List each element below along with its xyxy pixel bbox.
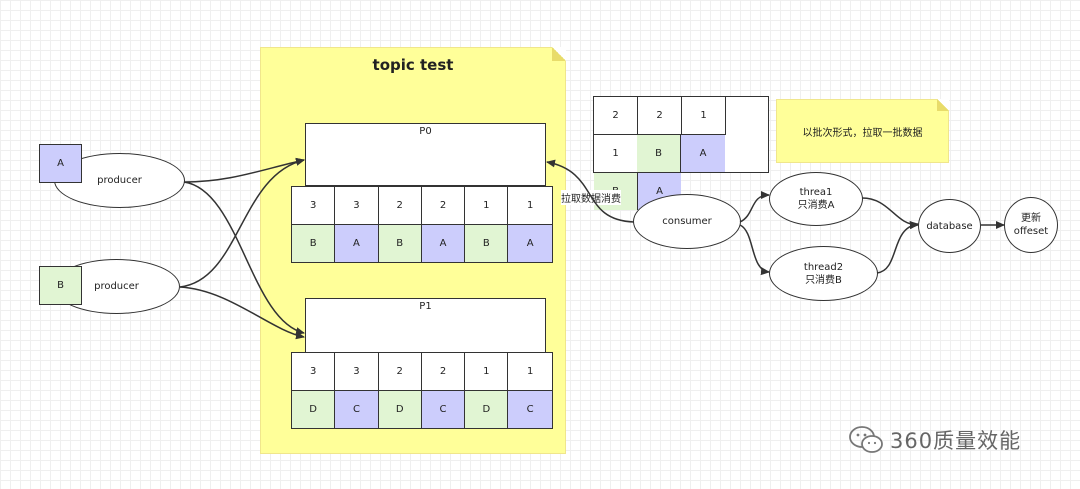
p0-value-cell: B <box>292 225 336 262</box>
source-a-label: A <box>57 158 64 169</box>
partition-p1-box <box>305 298 546 353</box>
p1-offset-cell: 3 <box>335 353 379 391</box>
edge-producer-a-to-p1 <box>183 181 305 335</box>
batch-value-cell: A <box>681 135 725 172</box>
batch-offset-cell: 2 <box>594 97 638 135</box>
edge-consumer-to-p0 <box>546 159 635 223</box>
edge-producer-a-to-p0 <box>183 157 305 183</box>
p0-value-cell: B <box>465 225 509 262</box>
edge-producer-b-to-p1 <box>179 286 305 340</box>
consumer-label: consumer <box>662 216 712 227</box>
batch-offset-cell: 2 <box>638 97 682 135</box>
p1-offset-cell: 1 <box>508 353 552 391</box>
batch-offset-cell: 1 <box>682 97 726 135</box>
p1-value-cell: C <box>335 391 379 428</box>
batch-grid: 2 2 1 1 B A B A <box>593 96 769 210</box>
database-label: database <box>926 220 973 232</box>
p0-offset-cell: 2 <box>421 187 466 225</box>
partition-p1-label: P1 <box>419 301 432 312</box>
consumer-ellipse: consumer <box>633 194 741 249</box>
partition-p0-label: P0 <box>419 126 432 137</box>
update-offset-ellipse: 更新 offeset <box>1004 197 1058 253</box>
p1-value-cell: C <box>508 391 552 428</box>
p1-value-cell: D <box>292 391 336 428</box>
batch-note-fold <box>937 99 949 111</box>
wechat-icon <box>849 426 883 453</box>
edge-thread1-to-database <box>861 197 919 229</box>
thread1-ellipse: threa1 只消费A <box>769 172 863 226</box>
thread2-ellipse: thread2 只消费B <box>769 246 878 301</box>
topic-title: topic test <box>372 56 454 74</box>
thread2-desc: 只消费B <box>805 274 842 286</box>
edge-consumer-to-thread2 <box>739 224 770 276</box>
p1-offset-cell: 2 <box>421 353 466 391</box>
watermark-text: 360质量效能 <box>890 429 1022 453</box>
thread2-name: thread2 <box>803 261 844 273</box>
thread1-desc: 只消费A <box>797 200 835 211</box>
source-b-label: B <box>57 280 64 291</box>
p0-offset-cell: 3 <box>335 187 379 225</box>
p1-value-cell: D <box>378 391 422 428</box>
p0-value-cell: A <box>335 225 379 262</box>
p1-offset-cell: 3 <box>292 353 336 391</box>
producer-b-label: producer <box>94 281 139 292</box>
p1-value-cell: C <box>421 391 466 428</box>
p0-offset-cell: 1 <box>508 187 552 225</box>
p1-offset-cell: 2 <box>378 353 422 391</box>
p0-value-cell: B <box>378 225 422 262</box>
edge-thread2-to-database <box>876 221 919 274</box>
update-offset-line1: 更新 <box>1021 213 1041 224</box>
source-a-square: A <box>39 144 82 183</box>
p1-offset-cell: 1 <box>465 353 509 391</box>
p0-value-cell: A <box>508 225 552 262</box>
batch-note-text: 以批次形式，拉取一批数据 <box>802 127 923 139</box>
update-offset-line2: offeset <box>1013 226 1049 237</box>
partition-p0-box <box>305 123 546 186</box>
p0-offset-cell: 2 <box>378 187 422 225</box>
p0-value-cell: A <box>421 225 466 262</box>
edge-producer-b-to-p0 <box>179 157 305 288</box>
p1-value-cell: D <box>465 391 509 428</box>
p0-offset-cell: 1 <box>465 187 509 225</box>
edge-consumer-to-thread1 <box>739 191 770 223</box>
partition-p0-grid: 3 3 2 2 1 1 B A B A B A <box>291 186 553 263</box>
source-b-square: B <box>39 266 82 305</box>
topic-note-fold <box>552 47 566 61</box>
p0-offset-cell: 3 <box>292 187 336 225</box>
batch-value-cell: B <box>637 135 681 172</box>
batch-note: 以批次形式，拉取一批数据 <box>776 99 949 163</box>
producer-a-label: producer <box>97 175 142 186</box>
thread1-name: threa1 <box>799 187 833 198</box>
database-ellipse: database <box>918 199 981 253</box>
batch-offset-cell: 1 <box>594 135 637 173</box>
watermark: 360质量效能 <box>848 425 1021 455</box>
partition-p1-grid: 3 3 2 2 1 1 D C D C D C <box>291 352 553 429</box>
